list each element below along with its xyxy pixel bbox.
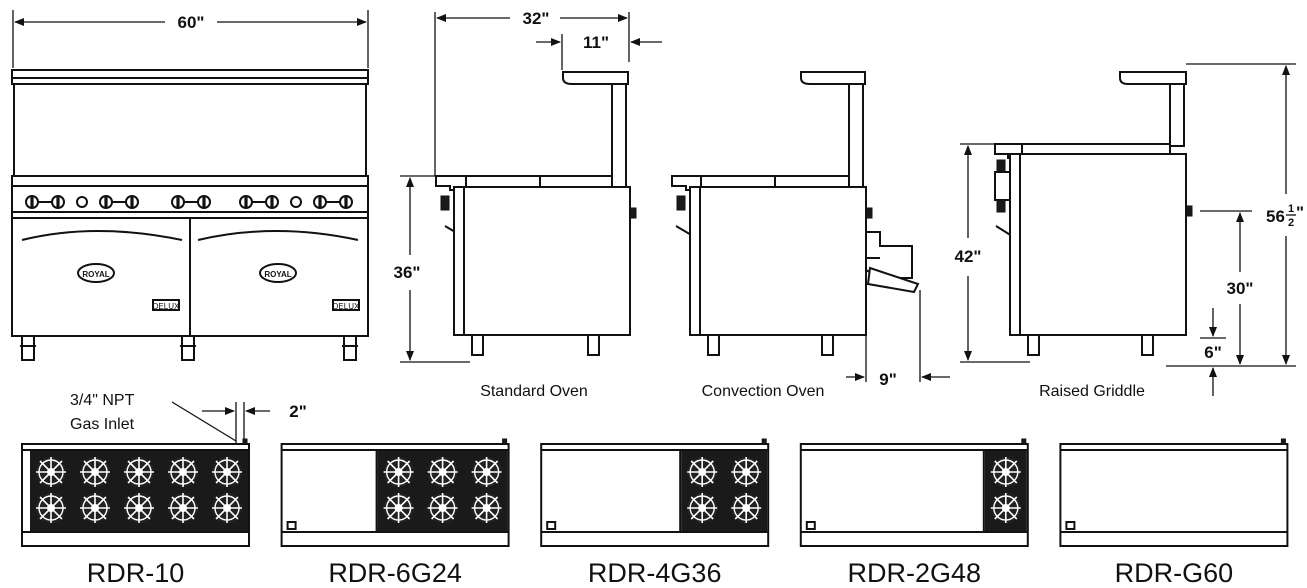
model-name: RDR-10	[87, 558, 185, 588]
burner-icon	[123, 492, 155, 524]
burner-icon	[989, 456, 1022, 488]
convection-oven-side-view: 9" Convection Oven	[671, 71, 950, 400]
depth-dimension: 32"	[523, 9, 550, 28]
burner-icon	[167, 492, 199, 524]
burner-icon	[167, 456, 199, 488]
burner-icon	[470, 492, 503, 524]
raised-griddle-side-view: 42" 56 1 2 " 30"	[955, 63, 1304, 400]
model-name: RDR-6G24	[328, 558, 462, 588]
badge-left: DELUX	[153, 302, 180, 311]
gas-inlet-line2: Gas Inlet	[70, 416, 135, 433]
inlet-offset-dimension: 2"	[289, 402, 307, 421]
shelf-dimension: 11"	[583, 33, 609, 52]
burner-icon	[730, 492, 763, 524]
griddle-drain	[546, 521, 557, 530]
burner-icon	[382, 456, 415, 488]
model-rdr-10: RDR-10	[21, 438, 250, 588]
burner-icon	[382, 492, 415, 524]
burner-icon	[35, 492, 67, 524]
model-rdr-g60: RDR-G60	[1059, 438, 1289, 588]
height-56-inch-mark: "	[1296, 203, 1304, 222]
burner-icon	[730, 456, 763, 488]
height-42-dimension: 42"	[955, 247, 982, 266]
convection-depth-dimension: 9"	[879, 370, 897, 389]
badge-right: DELUX	[333, 302, 360, 311]
burner-icon	[426, 456, 459, 488]
model-rdr-6g24: RDR-6G24	[280, 438, 510, 588]
standard-oven-side-view: 32" 11" 36" Standard Oven	[394, 9, 662, 400]
logo-left: ROYAL	[82, 270, 109, 279]
logo-right: ROYAL	[264, 270, 291, 279]
height-30-dimension: 30"	[1227, 279, 1254, 298]
model-rdr-2g48: RDR-2G48	[799, 438, 1029, 588]
griddle-drain	[286, 521, 297, 530]
burner-icon	[79, 492, 111, 524]
height-36-dimension: 36"	[394, 263, 421, 282]
model-name: RDR-4G36	[588, 558, 722, 588]
convection-oven-caption: Convection Oven	[702, 383, 825, 400]
standard-oven-caption: Standard Oven	[480, 383, 588, 400]
front-knobs	[25, 195, 353, 209]
burner-icon	[989, 492, 1022, 524]
burner-icon	[123, 456, 155, 488]
burner-icon	[470, 456, 503, 488]
griddle-drain	[805, 521, 816, 530]
model-top-views: RDR-10 RDR-6G24 RDR-4G36 RDR-2G48 RDR-G60	[21, 438, 1289, 588]
front-view: 60"	[11, 10, 369, 361]
model-outline	[1059, 443, 1289, 547]
gas-inlet-callout: 3/4" NPT Gas Inlet 2"	[70, 392, 307, 444]
burner-icon	[426, 492, 459, 524]
model-rdr-4g36: RDR-4G36	[540, 438, 770, 588]
burner-icon	[686, 456, 719, 488]
burner-icon	[686, 492, 719, 524]
griddle-drain	[1065, 521, 1076, 530]
height-56-dimension: 56	[1266, 207, 1285, 226]
burner-icon	[79, 456, 111, 488]
height-56-frac-num: 1	[1288, 203, 1294, 215]
burner-icon	[211, 456, 243, 488]
gas-inlet-line1: 3/4" NPT	[70, 392, 135, 409]
burner-icon	[35, 456, 67, 488]
burner-icon	[211, 492, 243, 524]
width-dimension: 60"	[178, 13, 205, 32]
model-name: RDR-G60	[1115, 558, 1234, 588]
height-56-frac-den: 2	[1288, 217, 1294, 229]
model-name: RDR-2G48	[848, 558, 982, 588]
leg-height-dimension: 6"	[1204, 343, 1222, 362]
raised-griddle-caption: Raised Griddle	[1039, 383, 1145, 400]
